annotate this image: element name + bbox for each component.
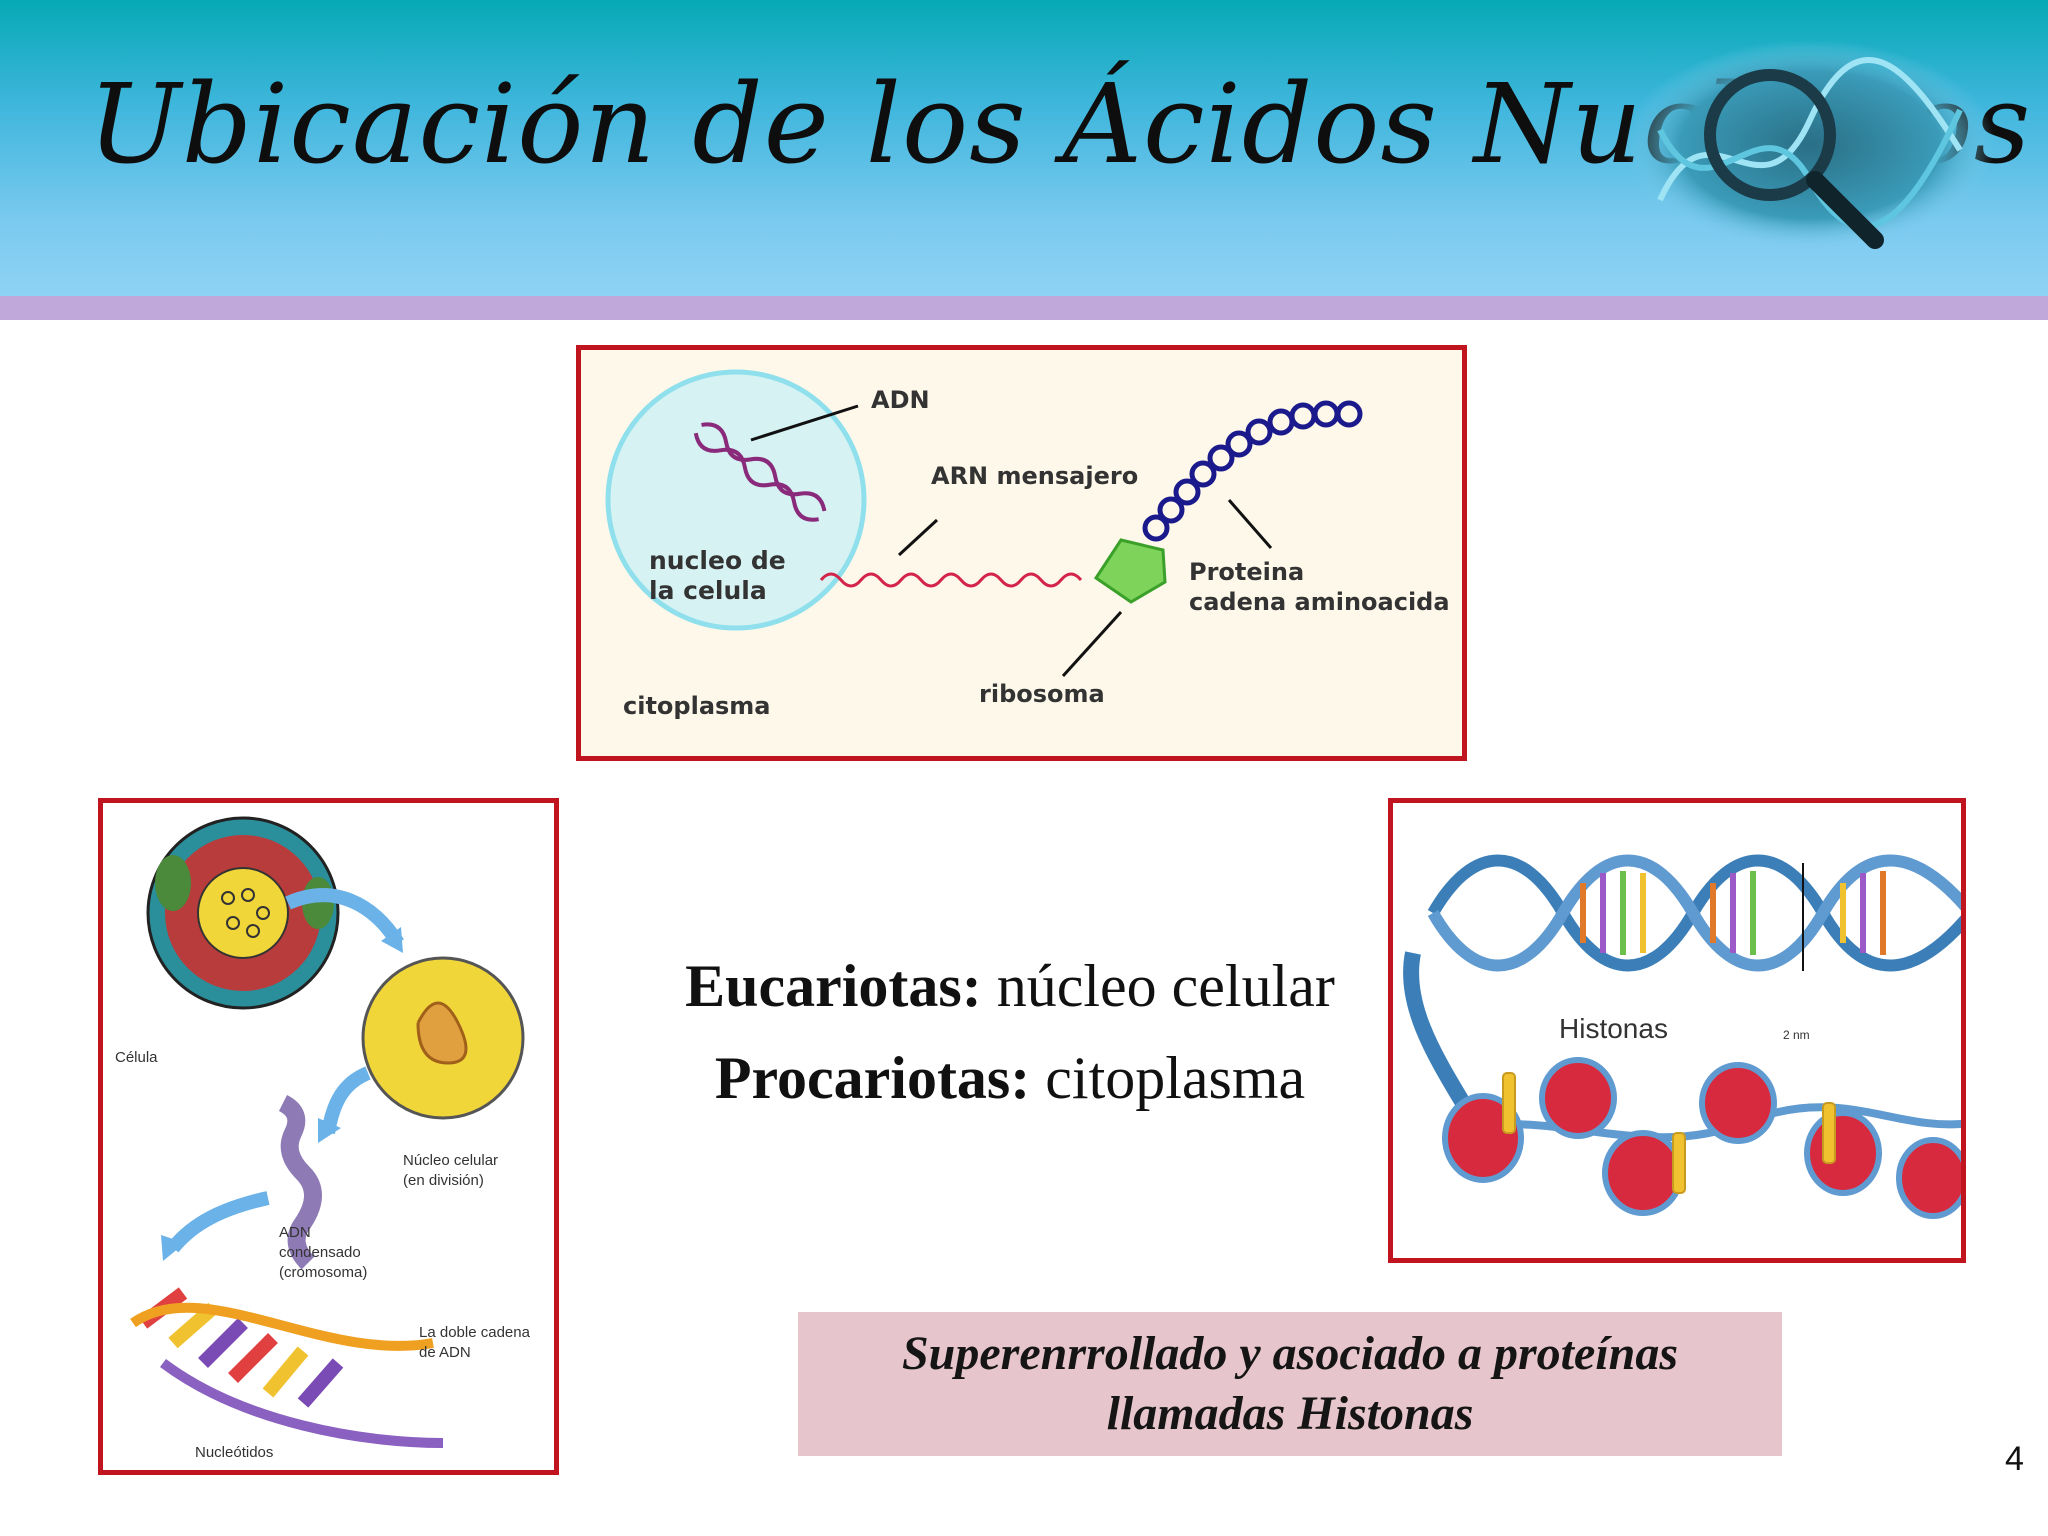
dna-magnifier-logo	[1625, 40, 1995, 250]
cell-to-dna-diagram: Célula Núcleo celular (en división) ADN …	[98, 798, 559, 1475]
eucariotas-label: Eucariotas:	[685, 953, 982, 1019]
label-citoplasma: citoplasma	[623, 692, 771, 720]
eucariotas-line: Eucariotas: núcleo celular	[560, 940, 1460, 1032]
histones-note: Superenrrollado y asociado a proteínas l…	[798, 1312, 1782, 1456]
label-adn: ADN	[871, 386, 930, 414]
label-doble-2: de ADN	[419, 1344, 471, 1361]
note-line-2: llamadas Histonas	[1106, 1387, 1474, 1440]
header-stripe	[0, 296, 2048, 320]
label-doble-1: La doble cadena	[419, 1324, 530, 1341]
label-adn-3: (cromosoma)	[279, 1264, 368, 1281]
label-adn-1: ADN	[279, 1224, 311, 1241]
label-adn-2: condensado	[279, 1244, 361, 1261]
label-scale: 2 nm	[1783, 1028, 1810, 1042]
label-nucleotidos: Nucleótidos	[195, 1444, 274, 1461]
histones-diagram: Histonas 2 nm	[1388, 798, 1966, 1263]
label-nucleo-2: (en división)	[403, 1172, 484, 1189]
label-arn: ARN mensajero	[931, 462, 1139, 490]
label-proteina-2: cadena aminoacida	[1189, 588, 1450, 616]
procariotas-label: Procariotas:	[714, 1045, 1031, 1111]
label-celula: Célula	[115, 1049, 158, 1066]
label-nucleo-1: Núcleo celular	[403, 1152, 499, 1169]
protein-synthesis-diagram: ADN ARN mensajero nucleo de la celula Pr…	[576, 345, 1467, 761]
label-ribosoma: ribosoma	[979, 680, 1105, 708]
label-nucleo-1: nucleo de	[649, 546, 786, 575]
procariotas-value: citoplasma	[1030, 1045, 1306, 1111]
eucariotas-value: núcleo celular	[981, 953, 1335, 1019]
page-number: 4	[2005, 1440, 2024, 1478]
label-nucleo-2: la celula	[649, 576, 767, 605]
label-histonas: Histonas	[1559, 1013, 1668, 1044]
label-proteina-1: Proteina	[1189, 558, 1305, 586]
note-line-1: Superenrrollado y asociado a proteínas	[901, 1327, 1679, 1380]
procariotas-line: Procariotas: citoplasma	[560, 1032, 1460, 1124]
organism-location-text: Eucariotas: núcleo celular Procariotas: …	[560, 940, 1460, 1124]
